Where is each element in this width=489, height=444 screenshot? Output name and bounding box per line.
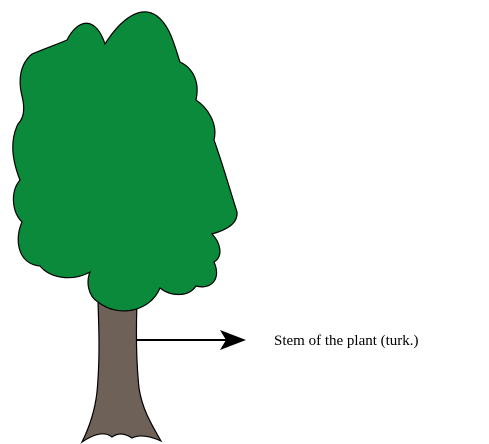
tree-stem [82, 302, 161, 442]
tree-crown [13, 12, 237, 311]
stem-label: Stem of the plant (turk.) [274, 333, 419, 349]
